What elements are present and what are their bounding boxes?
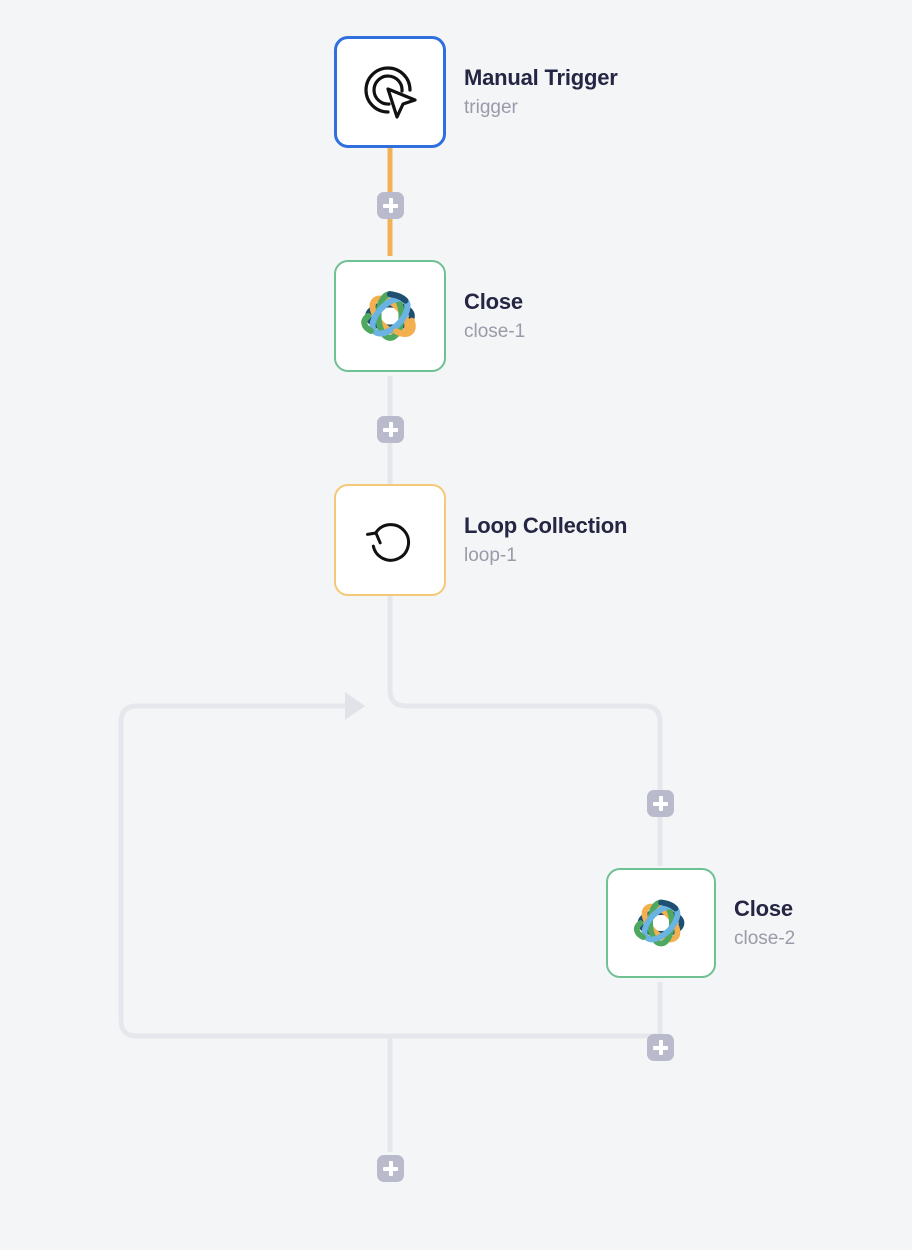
close-crm-logo-icon [356,282,424,350]
node-subtitle: loop-1 [464,545,517,567]
edge-loop-back-rail [118,703,660,1039]
loop-back-arrowhead-icon [345,692,365,720]
node-subtitle: close-1 [464,321,526,343]
node-subtitle: trigger [464,97,518,119]
node-subtitle: close-2 [734,928,796,950]
add-node-button-after-close-1[interactable] [377,416,404,443]
close-crm-logo-icon [629,891,693,955]
node-label-group-trigger: Manual Trigger trigger [464,64,618,119]
node-icon-box-close-1[interactable] [334,260,446,372]
node-close-1[interactable]: Close close-1 [334,260,525,372]
node-title: Manual Trigger [464,64,618,90]
node-label-group-loop-1: Loop Collection loop-1 [464,512,628,567]
node-icon-box-loop-1[interactable] [334,484,446,596]
node-label-group-close-2: Close close-2 [734,895,796,950]
node-label-group-close-1: Close close-1 [464,288,526,343]
cursor-click-icon [358,60,422,124]
add-node-button-after-close-2[interactable] [647,1034,674,1061]
node-icon-box-close-2[interactable] [606,868,716,978]
add-node-button-after-trigger[interactable] [377,192,404,219]
node-title: Loop Collection [464,512,628,538]
edge-loop-1-to-close-2 [387,596,663,866]
node-loop-collection[interactable]: Loop Collection loop-1 [334,484,627,596]
node-icon-box-trigger[interactable] [334,36,446,148]
loop-arrow-icon [360,510,420,570]
node-title: Close [464,288,523,314]
add-node-button-after-loop[interactable] [377,1155,404,1182]
add-node-button-loop-branch[interactable] [647,790,674,817]
node-title: Close [734,895,793,921]
node-manual-trigger[interactable]: Manual Trigger trigger [334,36,618,148]
node-close-2[interactable]: Close close-2 [606,868,795,978]
